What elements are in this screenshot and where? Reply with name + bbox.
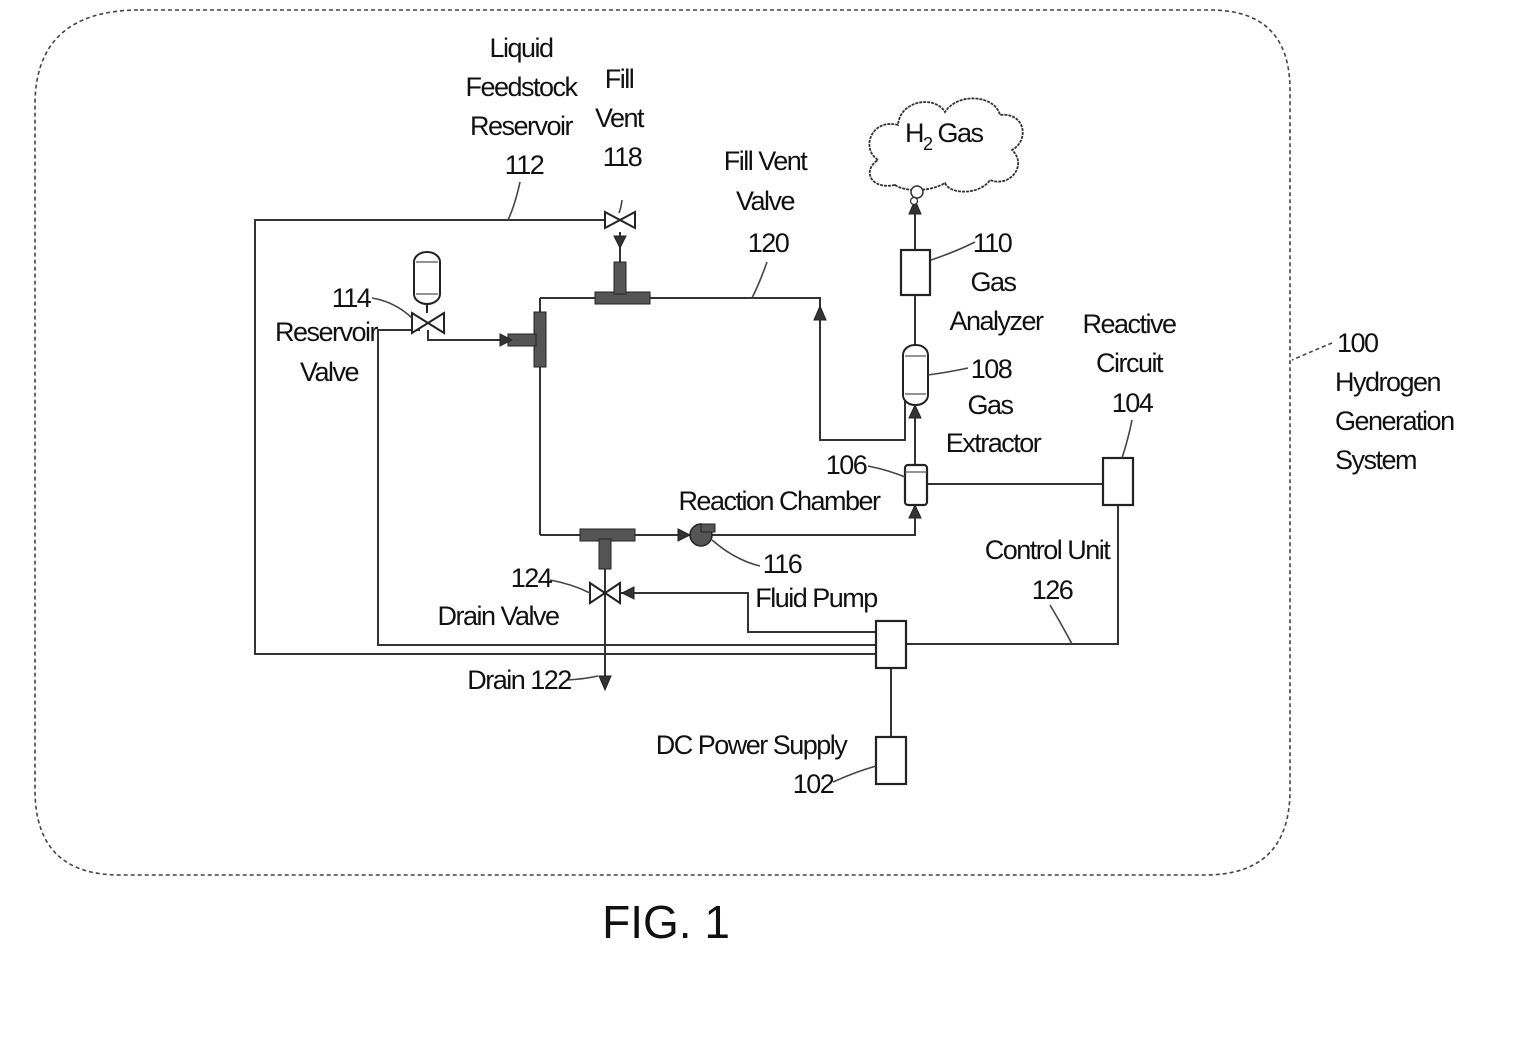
label-reservoir-valve: Reservoir Valve: [275, 317, 383, 387]
label-fluid-pump-number: 116: [763, 549, 802, 579]
arrow-drain-valve-control: [622, 587, 634, 599]
top-tee-fitting: [595, 262, 650, 304]
label-dc-power-supply: DC Power Supply: [656, 730, 849, 760]
leader-118: [619, 200, 622, 213]
label-fill-vent-valve: Fill Vent Valve 120: [724, 146, 813, 258]
leader-114: [372, 298, 412, 318]
arrow-return-up: [814, 306, 826, 320]
control-unit-box: [876, 621, 906, 668]
h2-gas-cloud-icon: [869, 98, 1022, 204]
label-reaction-chamber: Reaction Chamber: [678, 486, 881, 516]
fill-vent-return-line: [540, 298, 905, 440]
arrow-into-chamber: [909, 505, 921, 518]
label-fill-vent: Fill Vent 118: [595, 64, 649, 172]
gas-extractor-vessel-icon: [903, 345, 928, 405]
reactive-circuit-box: [1103, 458, 1133, 505]
leader-110: [931, 242, 975, 260]
label-reaction-chamber-number: 106: [826, 450, 867, 480]
leader-104: [1122, 420, 1132, 458]
leader-112: [508, 182, 520, 220]
dc-power-supply-box: [876, 737, 906, 784]
label-gas-extractor: Gas Extractor: [946, 390, 1042, 458]
label-gas-analyzer-number: 110: [973, 228, 1012, 258]
label-gas-extractor-number: 108: [971, 354, 1012, 384]
reactive-circuit-to-control-line: [906, 505, 1118, 644]
arrow-into-extractor: [909, 405, 921, 418]
label-drain: Drain 122: [467, 665, 571, 695]
reaction-chamber-box: [905, 465, 927, 505]
label-drain-valve: Drain Valve: [437, 601, 559, 631]
fluid-pump-icon: [690, 524, 715, 546]
label-reactive-circuit: Reactive Circuit 104: [1082, 309, 1181, 418]
label-reservoir-valve-number: 114: [332, 283, 372, 313]
arrow-fill-vent-down: [614, 236, 626, 248]
figure-caption: FIG. 1: [602, 896, 730, 948]
leader-108: [928, 368, 968, 375]
leader-124: [550, 580, 590, 593]
leader-122: [567, 676, 598, 680]
leader-126: [1050, 605, 1072, 644]
liquid-reservoir-tank-icon: [414, 252, 440, 313]
reservoir-to-tee-line: [428, 330, 500, 340]
arrow-into-pump: [678, 529, 690, 541]
label-dc-power-supply-number: 102: [793, 769, 834, 799]
label-drain-valve-number: 124: [511, 563, 553, 593]
arrow-drain-out: [599, 676, 611, 690]
leader-102: [833, 766, 876, 782]
label-control-unit: Control Unit 126: [985, 535, 1116, 605]
fill-vent-valve-symbol: [605, 212, 635, 228]
bottom-tee-fitting: [580, 529, 635, 569]
label-fluid-pump: Fluid Pump: [755, 583, 877, 613]
label-liquid-reservoir: Liquid Feedstock Reservoir 112: [465, 33, 582, 180]
leader-116: [712, 540, 760, 566]
leader-120: [752, 262, 767, 298]
leader-100: [1292, 343, 1332, 360]
leader-106: [868, 466, 905, 477]
left-tee-fitting: [508, 312, 546, 367]
label-gas-analyzer: Gas Analyzer: [949, 267, 1044, 336]
gas-analyzer-box: [901, 250, 930, 295]
label-hydrogen-system: 100 Hydrogen Generation System: [1335, 328, 1460, 475]
